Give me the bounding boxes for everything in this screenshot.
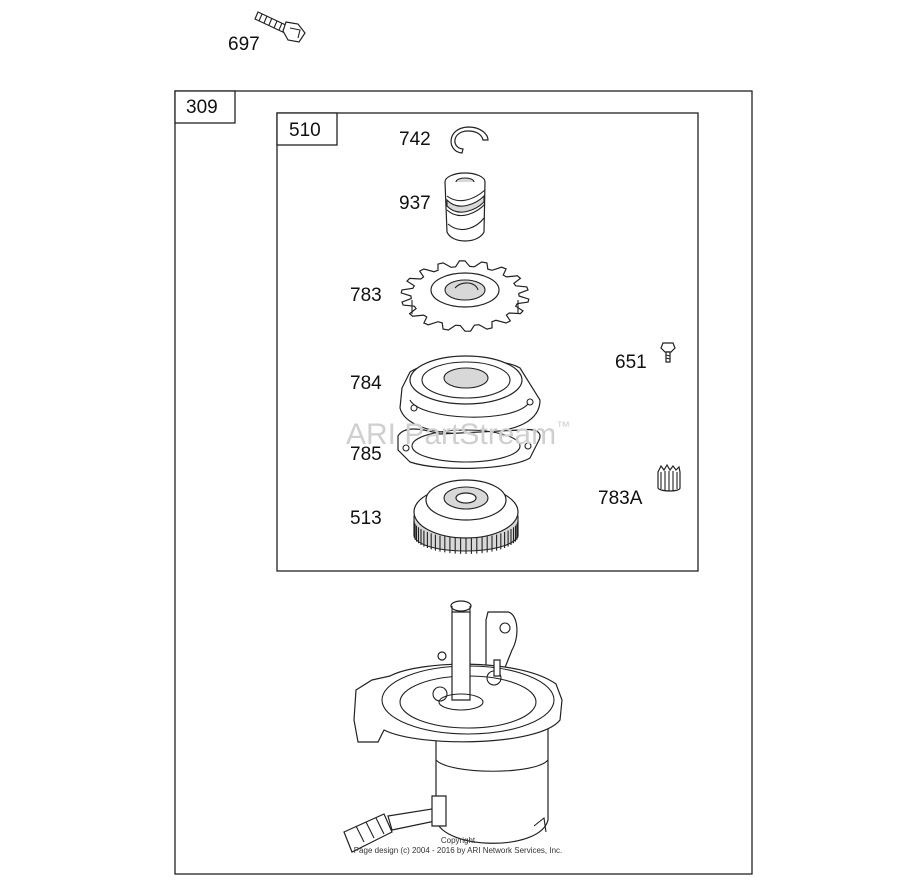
subassembly-label: 510 (289, 120, 321, 141)
assembly-frame (174, 90, 753, 875)
watermark: ARI PartStream™ (346, 418, 570, 452)
part-label-937[interactable]: 937 (399, 193, 431, 214)
copyright-notice: Copyright Page design (c) 2004 - 2016 by… (318, 836, 598, 856)
trademark-mark: ™ (556, 418, 571, 434)
part-label-513[interactable]: 513 (350, 508, 382, 529)
ring-gear-513-drawing (413, 479, 519, 554)
part-label-783a[interactable]: 783A (598, 488, 643, 509)
subassembly-tag-box (276, 112, 338, 146)
housing-784-drawing (399, 355, 541, 435)
subassembly-frame (276, 112, 699, 572)
copyright-line-1: Copyright (440, 836, 476, 845)
screw-651-drawing (660, 342, 676, 363)
copyright-line-2: Page design (c) 2004 - 2016 by ARI Netwo… (353, 846, 563, 855)
part-label-651[interactable]: 651 (615, 352, 647, 373)
part-label-697[interactable]: 697 (228, 34, 260, 55)
part-label-742[interactable]: 742 (399, 129, 431, 150)
part-label-783[interactable]: 783 (350, 285, 382, 306)
assembly-label: 309 (186, 97, 218, 118)
pinion-783a-drawing (657, 463, 681, 492)
bolt-697-drawing (254, 11, 306, 43)
watermark-text: ARI PartStream (346, 418, 557, 451)
part-label-785[interactable]: 785 (350, 444, 382, 465)
gear-783-drawing (400, 260, 530, 332)
assembly-tag-box (174, 90, 236, 124)
helix-937-drawing (444, 172, 486, 242)
part-label-784[interactable]: 784 (350, 373, 382, 394)
clip-742-drawing (450, 126, 489, 154)
gasket-785-drawing (397, 428, 541, 469)
starter-motor-drawing (343, 600, 563, 853)
